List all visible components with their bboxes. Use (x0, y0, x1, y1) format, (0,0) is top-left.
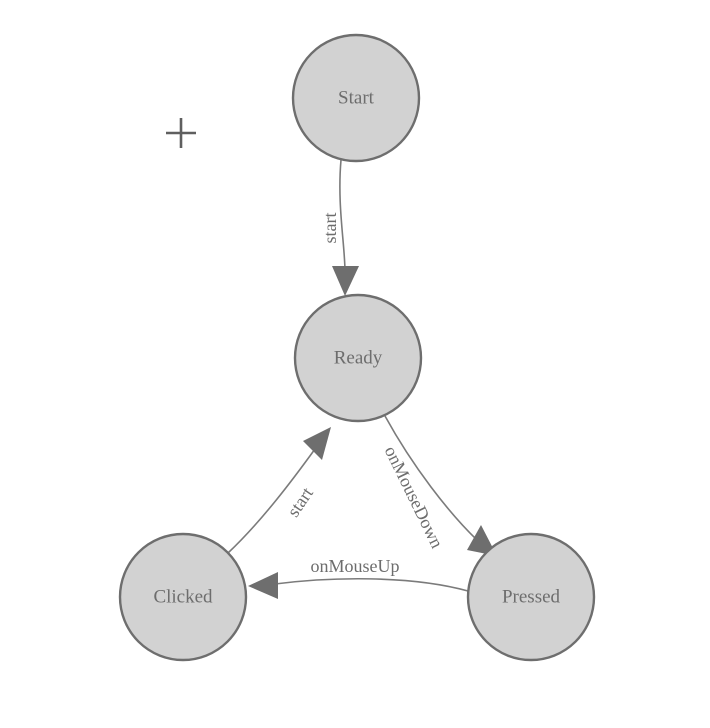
edge-clicked-to-ready-path (227, 448, 316, 554)
node-ready-circle[interactable] (293, 293, 423, 423)
node-clicked[interactable]: Clicked (118, 532, 248, 662)
node-ready[interactable]: Ready (293, 293, 423, 423)
edge-start-to-ready-path (339, 159, 346, 273)
node-start-circle[interactable] (291, 33, 421, 163)
edge-start-to-ready-arrowhead (332, 266, 359, 296)
crosshair-marker[interactable] (166, 118, 196, 148)
node-ready-label: Ready (334, 348, 383, 369)
node-clicked-label: Clicked (153, 587, 213, 608)
node-pressed[interactable]: Pressed (466, 532, 596, 662)
node-start[interactable]: Start (291, 33, 421, 163)
edge-ready-to-pressed-path (384, 415, 478, 541)
edge-clicked-to-ready-label: start (283, 484, 317, 521)
node-pressed-circle[interactable] (466, 532, 596, 662)
edge-pressed-to-clicked-label: onMouseUp (311, 556, 400, 576)
edge-ready-to-pressed-label: onMouseDown (381, 443, 448, 552)
node-start-label: Start (338, 88, 375, 109)
edge-ready-to-pressed[interactable]: onMouseDown (381, 415, 497, 556)
edge-pressed-to-clicked[interactable]: onMouseUp (248, 556, 469, 599)
node-pressed-label: Pressed (502, 587, 561, 608)
edge-clicked-to-ready[interactable]: start (227, 427, 331, 554)
edge-start-to-ready-label: start (320, 213, 340, 244)
edge-pressed-to-clicked-arrowhead (248, 572, 278, 599)
edge-start-to-ready[interactable]: start (320, 159, 359, 296)
edge-clicked-to-ready-arrowhead (303, 427, 331, 460)
node-clicked-circle[interactable] (118, 532, 248, 662)
edge-pressed-to-clicked-path (274, 577, 469, 592)
